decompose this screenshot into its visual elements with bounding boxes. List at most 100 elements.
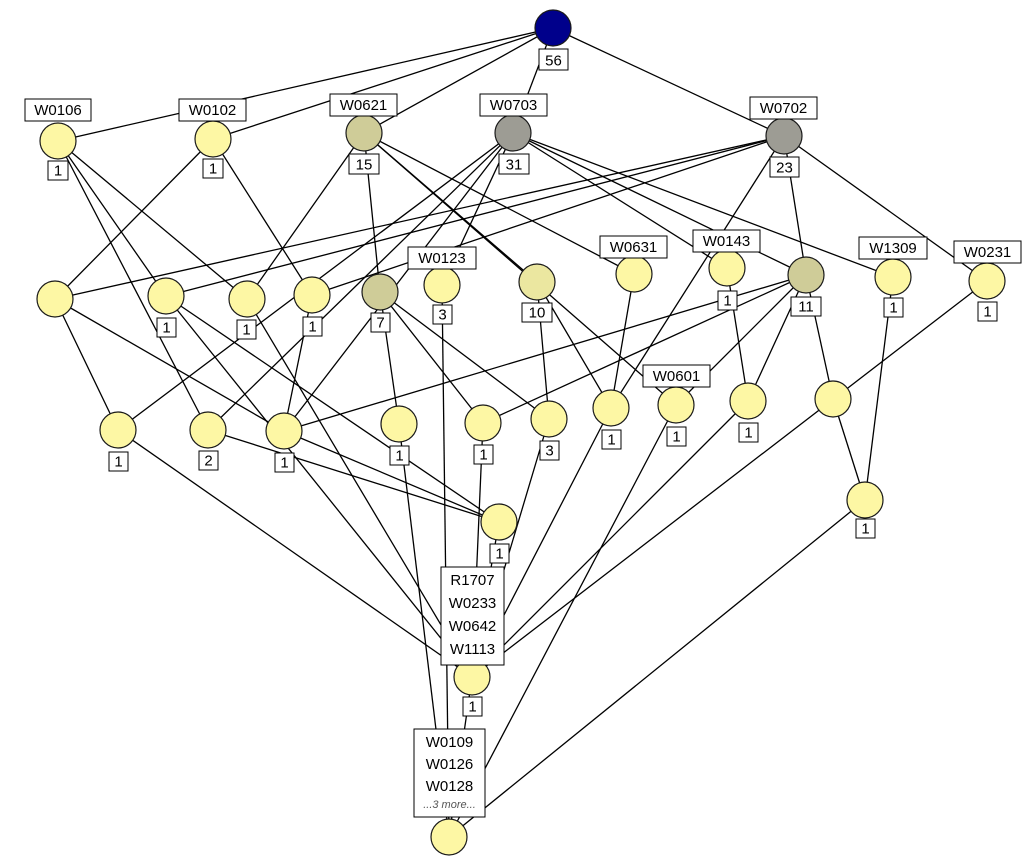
node-circle[interactable] [765, 117, 803, 155]
node-circle[interactable] [228, 280, 266, 318]
concept-node-n2b[interactable]: 1 [147, 277, 185, 338]
node-circle[interactable] [874, 258, 912, 296]
count-label: 1 [607, 432, 615, 449]
concept-node-n2g[interactable]: 10 [518, 263, 556, 323]
name-list-box [440, 566, 505, 666]
node-circle[interactable] [615, 255, 653, 293]
edge-w0702-w0231 [783, 135, 988, 282]
concept-node-n3f[interactable]: 3 [530, 400, 568, 461]
node-circle[interactable] [423, 266, 461, 304]
edge-n2b-n5 [165, 295, 473, 678]
node-circle[interactable] [787, 256, 825, 294]
name-label: W0601 [653, 368, 701, 385]
concept-node-n3i[interactable]: 1 [729, 382, 767, 443]
count-label-box [489, 543, 510, 564]
count-label: 1 [744, 425, 752, 442]
node-circle[interactable] [657, 386, 695, 424]
node-circle[interactable] [36, 280, 74, 318]
node-circle[interactable] [494, 114, 532, 152]
concept-node-n3b[interactable]: 2 [189, 411, 227, 471]
concept-node-n3g[interactable]: 1 [592, 389, 630, 450]
node-circle[interactable] [99, 411, 137, 449]
node-circle[interactable] [380, 405, 418, 443]
count-label-box [883, 297, 904, 318]
name-label-box [692, 229, 761, 253]
node-circle[interactable] [345, 114, 383, 152]
name-list-item: W0128 [426, 778, 474, 795]
edge-w0702-n2d [311, 135, 785, 296]
count-label: 23 [776, 160, 793, 177]
node-circle[interactable] [530, 400, 568, 438]
name-label-box [24, 98, 92, 122]
count-label: 7 [376, 315, 384, 332]
edge-w0231-n5 [471, 280, 988, 678]
concept-node-n3d[interactable]: 1 [380, 405, 418, 466]
count-label-box [47, 160, 69, 181]
concept-node-n4a[interactable]: 1 [480, 503, 518, 564]
count-label: 1 [861, 521, 869, 538]
name-label-box [329, 93, 398, 117]
concept-node-n3a[interactable]: 1 [99, 411, 137, 472]
node-circle[interactable] [361, 273, 399, 311]
node-circle[interactable] [430, 818, 468, 856]
node-circle[interactable] [708, 249, 746, 287]
edge-w0703-w1309 [512, 132, 894, 278]
count-label: 1 [672, 429, 680, 446]
name-list-item: W0642 [449, 618, 497, 635]
concept-node-n2d[interactable]: 1 [293, 276, 331, 337]
concept-node-w0601[interactable]: W0601 1 [642, 364, 711, 447]
edge-w0601-bottom [448, 404, 677, 838]
node-circle[interactable] [480, 503, 518, 541]
node-circle[interactable] [968, 262, 1006, 300]
name-label-box [178, 98, 247, 122]
name-label: W0102 [189, 102, 237, 119]
node-circle[interactable] [518, 263, 556, 301]
concept-node-n2j[interactable]: 11 [787, 256, 825, 317]
more-labels-indicator[interactable]: ...3 more... [423, 799, 476, 811]
node-circle[interactable] [729, 382, 767, 420]
concept-node-w0123[interactable]: W0123 3 [407, 246, 477, 325]
node-circle[interactable] [293, 276, 331, 314]
count-label-box [539, 440, 560, 461]
count-label-box [666, 426, 687, 447]
concept-node-n3e[interactable]: 1 [464, 404, 502, 465]
concept-node-n3j[interactable] [814, 380, 852, 418]
node-circle[interactable] [189, 411, 227, 449]
node-circle[interactable] [846, 481, 884, 519]
edge-top-w0106 [57, 27, 554, 142]
concept-node-n2a[interactable] [36, 280, 74, 318]
name-label: W0123 [418, 250, 466, 267]
node-circle[interactable] [265, 412, 303, 450]
node-circle[interactable] [464, 404, 502, 442]
node-circle[interactable] [592, 389, 630, 427]
concept-node-top[interactable]: 56 [534, 9, 572, 71]
name-label: W0143 [703, 233, 751, 250]
concept-node-n2e[interactable]: 7 [361, 273, 399, 333]
edge-n2d-n3c [283, 294, 313, 432]
name-label-box [858, 236, 928, 260]
node-circle[interactable] [814, 380, 852, 418]
edge-n2b-n4a [165, 295, 500, 523]
concept-node-w0631[interactable]: W0631 [599, 235, 668, 293]
count-label: 3 [438, 307, 446, 324]
node-circle[interactable] [194, 120, 232, 158]
node-circle[interactable] [39, 122, 77, 160]
node-circle[interactable] [534, 9, 572, 47]
node-circle[interactable] [147, 277, 185, 315]
edge-w0106-n2b [57, 140, 167, 297]
concept-node-n3c[interactable]: 1 [265, 412, 303, 473]
concept-node-n2c[interactable]: 1 [228, 280, 266, 340]
concept-node-n4b[interactable]: 1 [846, 481, 884, 539]
